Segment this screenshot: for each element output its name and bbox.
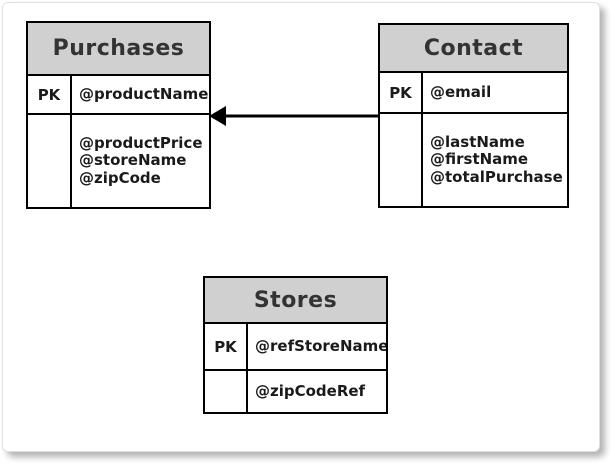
entity-stores: Stores PK @refStoreName @zipCodeRef [203, 276, 388, 414]
attribute: @totalPurchase [430, 167, 563, 186]
pk-label: PK [380, 73, 423, 112]
relationship-arrow-contact-to-purchases [209, 106, 380, 126]
entity-contact: Contact PK @email @lastName @firstName @… [378, 23, 569, 208]
attribute-list: @productPrice @storeName @zipCode [72, 115, 209, 207]
entity-contact-pk-row: PK @email [380, 73, 567, 114]
entity-stores-pk-row: PK @refStoreName [205, 324, 386, 371]
entity-purchases-pk-row: PK @productName [28, 76, 209, 115]
entity-contact-attr-row: @lastName @firstName @totalPurchase [380, 114, 567, 206]
attribute-list: @zipCodeRef [248, 371, 386, 412]
entity-purchases-attr-row: @productPrice @storeName @zipCode [28, 115, 209, 207]
diagram-page: Purchases PK @productName @productPrice … [2, 2, 600, 452]
pk-attribute: @email [430, 82, 492, 101]
pk-label: PK [205, 324, 248, 369]
attribute: @zipCode [79, 168, 161, 187]
entity-contact-title: Contact [380, 25, 567, 73]
entity-purchases-title: Purchases [28, 23, 209, 76]
attribute: @lastName [430, 132, 525, 151]
pk-empty-cell [205, 371, 248, 412]
attribute-list: @lastName @firstName @totalPurchase [423, 114, 567, 206]
arrowhead-left-icon [209, 106, 226, 126]
attribute: @storeName [79, 151, 187, 170]
pk-empty-cell [380, 114, 423, 206]
pk-attribute: @productName [79, 84, 209, 103]
attribute: @productPrice [79, 133, 203, 152]
entity-stores-title: Stores [205, 278, 386, 324]
attribute: @firstName [430, 150, 529, 169]
pk-label: PK [28, 76, 72, 113]
entity-purchases: Purchases PK @productName @productPrice … [26, 21, 211, 209]
pk-empty-cell [28, 115, 72, 207]
attribute: @zipCodeRef [255, 381, 366, 400]
entity-stores-attr-row: @zipCodeRef [205, 371, 386, 412]
pk-attribute: @refStoreName [255, 336, 386, 355]
